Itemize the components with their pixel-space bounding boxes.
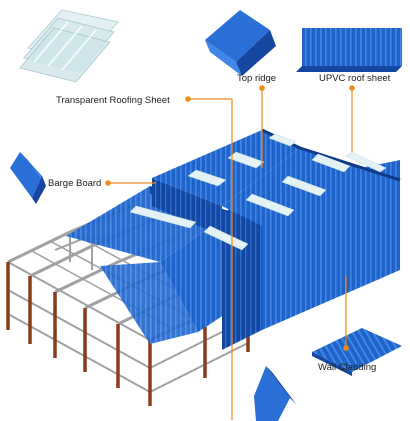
upvc-roof-sheet-sample-icon: [296, 28, 402, 72]
transparent-sheet-sample-icon: [19, 9, 119, 83]
label-transparent-roofing-sheet: Transparent Roofing Sheet: [56, 95, 170, 106]
corner-sheet-sample-icon: [254, 366, 296, 421]
top-ridge-sample-icon: [205, 10, 276, 76]
barge-board-sample-icon: [10, 152, 46, 204]
label-top-ridge: Top ridge: [237, 73, 276, 84]
callout-lines: [105, 85, 355, 420]
label-wall-cladding: Wall Cladding: [318, 362, 376, 373]
wall-cladding-sample-icon: [312, 328, 402, 376]
label-barge-board: Barge Board: [48, 178, 101, 189]
skylight-strips: [129, 133, 387, 251]
label-upvc-roof-sheet: UPVC roof sheet: [319, 73, 391, 84]
